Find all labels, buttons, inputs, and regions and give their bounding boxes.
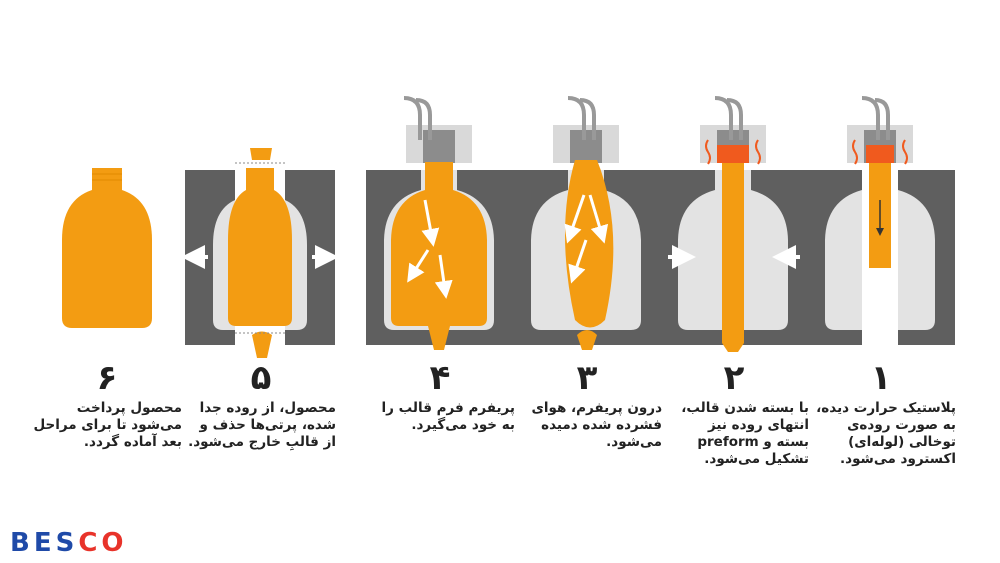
step-4-illustration xyxy=(366,96,514,350)
step-1-illustration xyxy=(807,96,955,345)
step-2-number: ۲ xyxy=(723,358,745,398)
step-2-caption: با بسته شدن قالب، انتهای روده نیز بسته و… xyxy=(681,400,809,467)
step-1-number: ۱ xyxy=(870,358,892,398)
besco-logo[interactable]: BESCO xyxy=(10,528,128,558)
step-3-number: ۳ xyxy=(576,358,598,398)
step-4-number: ۴ xyxy=(429,358,451,398)
step-5-number: ۵ xyxy=(250,358,272,398)
step-5-illustration xyxy=(181,148,339,358)
step-6-number: ۶ xyxy=(96,358,118,398)
step-2-illustration xyxy=(660,96,808,352)
step-1-caption: پلاستیک حرارت دیده، به صورت روده‌ی توخال… xyxy=(816,400,956,467)
logo-text-blue: BES xyxy=(10,528,79,558)
step-6-caption: محصول پرداخت می‌شود تا برای مراحل بعد آم… xyxy=(33,400,182,450)
step-3-caption: درون پریفرم، هوای فشرده شده دمیده می‌شود… xyxy=(531,400,662,450)
step-6-illustration xyxy=(62,168,152,328)
step-5-caption: محصول، از روده جدا شده، پرتی‌ها حذف و از… xyxy=(188,400,336,450)
step-4-caption: پریفرم فرم قالب را به خود می‌گیرد. xyxy=(381,400,515,433)
logo-text-red: CO xyxy=(78,528,128,558)
step-3-illustration xyxy=(513,96,661,350)
